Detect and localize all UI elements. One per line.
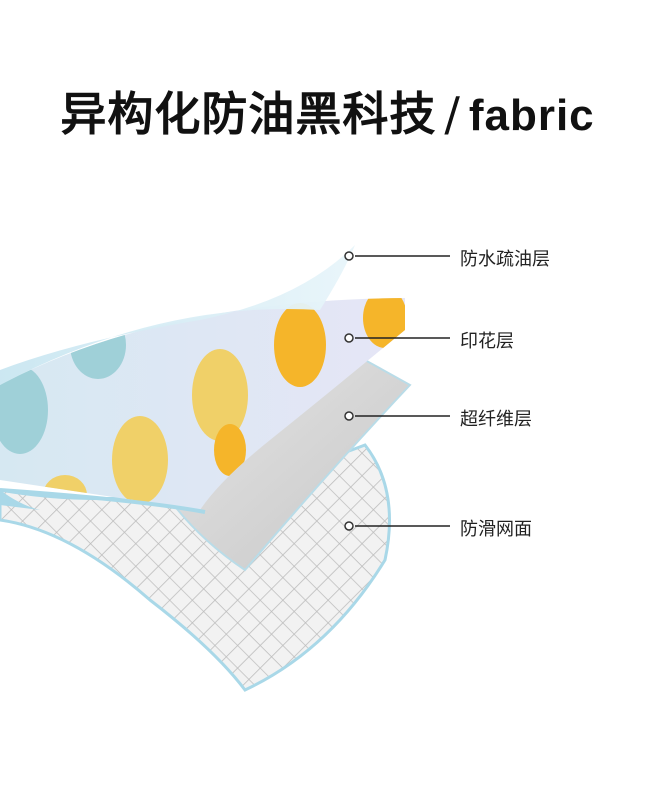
waterproof-film-layer	[0, 245, 355, 514]
label-oil-layer: 防水疏油层	[460, 249, 550, 270]
leader-line-fiber-layer	[344, 411, 450, 421]
leader-lines	[344, 251, 450, 531]
leader-line-print-layer	[344, 333, 450, 343]
title-slash: /	[444, 87, 461, 141]
label-mesh-layer: 防滑网面	[460, 519, 532, 540]
label-print-layer: 印花层	[460, 331, 514, 352]
print-layer	[0, 298, 405, 510]
page-title: 异构化防油黑科技/fabric	[0, 78, 655, 144]
leader-line-oil-layer	[344, 251, 450, 261]
leader-line-mesh-layer	[344, 521, 450, 531]
label-fiber-layer: 超纤维层	[460, 409, 532, 430]
title-english: fabric	[468, 91, 595, 140]
title-chinese: 异构化防油黑科技	[60, 87, 437, 141]
